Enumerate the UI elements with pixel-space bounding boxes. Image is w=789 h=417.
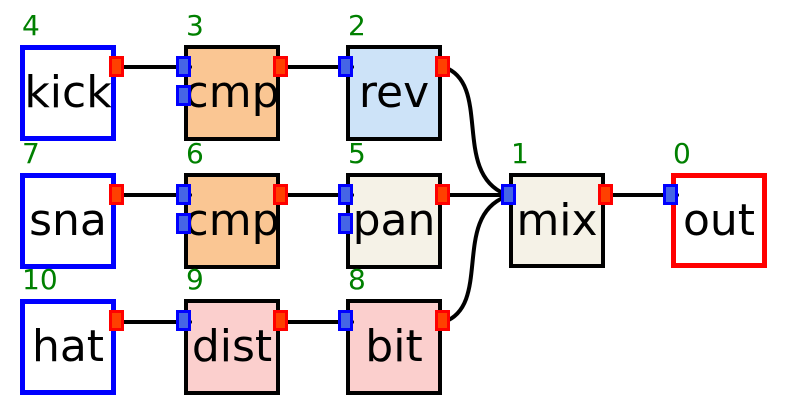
node-index-sna: 7 (22, 137, 40, 170)
input-port[interactable] (338, 213, 353, 234)
node-label: out (682, 194, 756, 246)
node-index-mix: 1 (511, 137, 529, 170)
node-index-hat: 10 (22, 263, 58, 296)
input-port[interactable] (338, 56, 353, 77)
output-port[interactable] (273, 184, 288, 205)
node-index-bit: 8 (348, 263, 366, 296)
node-label: bit (365, 321, 423, 372)
input-port[interactable] (176, 184, 191, 205)
input-port[interactable] (176, 56, 191, 77)
input-port[interactable] (338, 310, 353, 331)
node-label: dist (191, 321, 273, 372)
node-label: mix (516, 194, 598, 246)
node-dist[interactable]: dist (184, 299, 280, 395)
node-index-pan: 5 (348, 137, 366, 170)
output-port[interactable] (109, 56, 124, 77)
wire-bit-to-mix[interactable] (442, 195, 507, 324)
node-index-out: 0 (673, 137, 691, 170)
node-sna[interactable]: sna (20, 173, 116, 269)
node-bit[interactable]: bit (346, 299, 442, 395)
output-port[interactable] (598, 184, 613, 205)
node-label: pan (352, 195, 436, 246)
node-label: kick (24, 67, 112, 118)
output-port[interactable] (435, 56, 450, 77)
node-label: cmp (184, 67, 280, 118)
node-label: cmp (184, 195, 280, 246)
input-port[interactable] (176, 85, 191, 106)
input-port[interactable] (338, 184, 353, 205)
node-kick[interactable]: kick (20, 45, 116, 141)
node-out[interactable]: out (671, 173, 767, 268)
node-mix[interactable]: mix (509, 173, 605, 268)
wire-rev-to-mix[interactable] (442, 65, 507, 196)
input-port[interactable] (176, 310, 191, 331)
input-port[interactable] (176, 213, 191, 234)
node-index-kick: 4 (22, 9, 40, 42)
node-index-cmp6: 6 (186, 137, 204, 170)
node-cmp3[interactable]: cmp (184, 45, 280, 141)
output-port[interactable] (109, 310, 124, 331)
node-label: rev (358, 67, 430, 118)
output-port[interactable] (273, 56, 288, 77)
node-rev[interactable]: rev (346, 45, 442, 141)
node-label: sna (29, 195, 107, 246)
input-port[interactable] (663, 184, 678, 205)
input-port[interactable] (501, 184, 516, 205)
node-index-dist: 9 (186, 263, 204, 296)
node-index-rev: 2 (348, 9, 366, 42)
output-port[interactable] (273, 310, 288, 331)
output-port[interactable] (109, 184, 124, 205)
output-port[interactable] (435, 184, 450, 205)
output-port[interactable] (435, 310, 450, 331)
node-label: hat (31, 321, 105, 372)
node-index-cmp3: 3 (186, 9, 204, 42)
node-cmp6[interactable]: cmp (184, 173, 280, 269)
node-pan[interactable]: pan (346, 173, 442, 269)
node-hat[interactable]: hat (20, 299, 116, 395)
